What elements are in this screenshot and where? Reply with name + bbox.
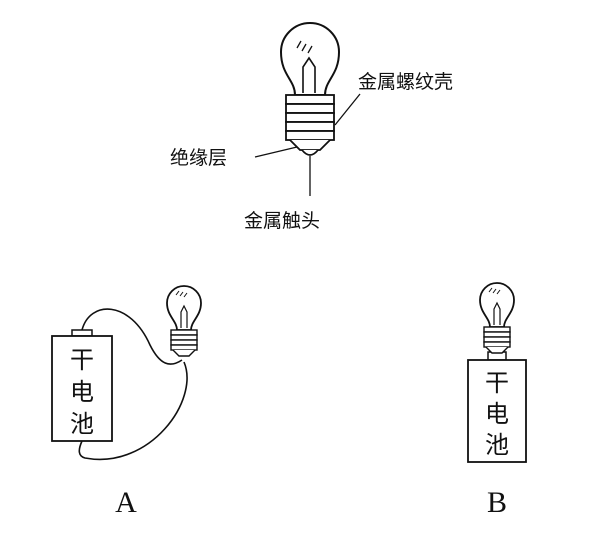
bulb-b: [479, 282, 515, 354]
circuit-b: 干 电 池: [467, 282, 527, 463]
wire-a-top: [81, 308, 183, 365]
label-circuit-a: A: [115, 486, 137, 519]
bulb-highlight: [296, 40, 313, 54]
screw-shell: [285, 94, 335, 141]
metal-contact: [301, 149, 319, 156]
leader-insulation: [254, 146, 298, 158]
large-bulb: [279, 22, 341, 156]
battery-a-char-3: 池: [70, 410, 94, 438]
label-contact: 金属触头: [244, 210, 320, 232]
leader-screw-shell: [334, 93, 361, 126]
battery-b-char-2: 电: [485, 400, 509, 428]
label-circuit-b: B: [487, 486, 507, 519]
label-insulation: 绝缘层: [170, 147, 227, 169]
battery-a-char-1: 干: [70, 346, 94, 374]
battery-b-char-3: 池: [485, 431, 509, 459]
battery-b-char-1: 干: [485, 369, 509, 397]
insulation-layer: [289, 139, 331, 151]
wire-a-bottom: [78, 361, 188, 461]
label-screw-shell: 金属螺纹壳: [358, 71, 453, 93]
battery-b: [467, 359, 527, 463]
bulb-filament: [302, 56, 316, 93]
battery-a-char-2: 电: [70, 378, 94, 406]
circuit-a: 干 电 池: [51, 285, 202, 461]
bulb-a: [166, 285, 202, 357]
